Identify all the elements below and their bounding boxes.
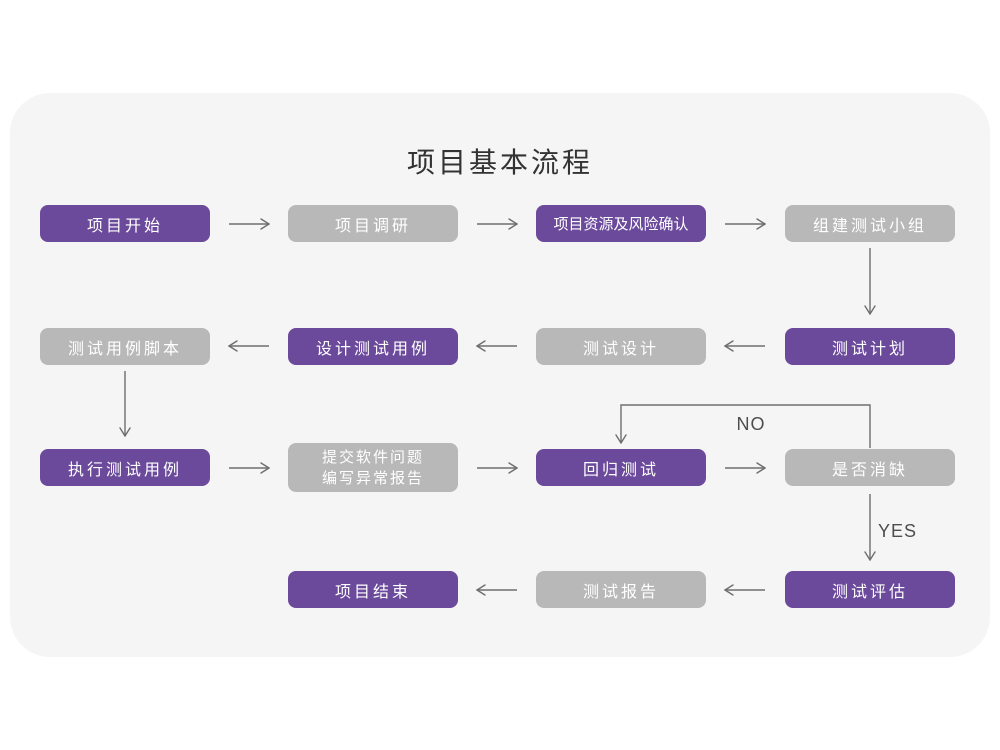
node-label: 测试评估 <box>831 583 908 601</box>
node-submit-issue: 提交软件问题 编写异常报告 <box>288 443 458 492</box>
node-label: 项目开始 <box>86 217 163 235</box>
flowchart-card <box>10 93 990 657</box>
node-label: 是否消缺 <box>831 461 908 479</box>
node-defect-cleared: 是否消缺 <box>785 449 955 486</box>
node-label: 组建测试小组 <box>812 217 927 235</box>
node-label: 测试用例脚本 <box>67 340 182 358</box>
node-label: 项目资源及风险确认 <box>553 216 689 233</box>
node-test-evaluate: 测试评估 <box>785 571 955 608</box>
node-regression-test: 回归测试 <box>536 449 706 486</box>
node-label: 测试设计 <box>582 340 659 358</box>
node-project-start: 项目开始 <box>40 205 210 242</box>
node-label: 测试计划 <box>831 340 908 358</box>
edge-label-no: NO <box>736 414 766 434</box>
node-design-test-case: 设计测试用例 <box>288 328 458 365</box>
node-project-research: 项目调研 <box>288 205 458 242</box>
node-test-design: 测试设计 <box>536 328 706 365</box>
node-label: 测试报告 <box>582 583 659 601</box>
node-label: 项目调研 <box>334 217 411 235</box>
page-title: 项目基本流程 <box>406 147 593 178</box>
node-label: 执行测试用例 <box>67 461 182 479</box>
node-test-report: 测试报告 <box>536 571 706 608</box>
node-label-line2: 编写异常报告 <box>321 469 424 487</box>
node-project-end: 项目结束 <box>288 571 458 608</box>
node-execute-test-case: 执行测试用例 <box>40 449 210 486</box>
node-label-line1: 提交软件问题 <box>321 448 424 466</box>
node-test-case-script: 测试用例脚本 <box>40 328 210 365</box>
node-build-test-team: 组建测试小组 <box>785 205 955 242</box>
edge-label-yes: YES <box>878 521 918 541</box>
node-label: 回归测试 <box>582 461 659 479</box>
node-test-plan: 测试计划 <box>785 328 955 365</box>
node-label: 项目结束 <box>334 583 411 601</box>
node-label: 设计测试用例 <box>315 340 430 358</box>
node-project-risk: 项目资源及风险确认 <box>536 205 706 242</box>
